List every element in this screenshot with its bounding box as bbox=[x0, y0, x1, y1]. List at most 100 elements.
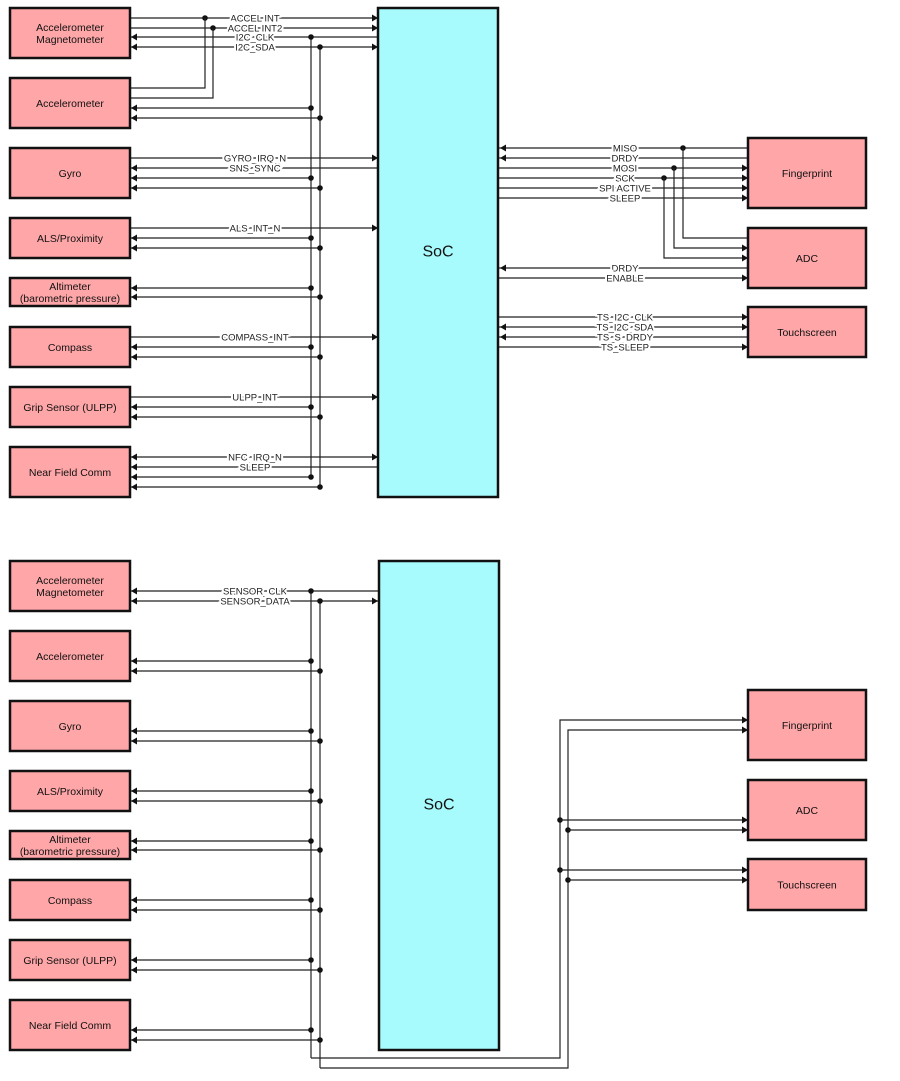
signal-miso: MISO bbox=[613, 144, 637, 155]
arrow-left-icon bbox=[131, 284, 137, 292]
junction-dot bbox=[317, 1037, 323, 1043]
junction-dot bbox=[317, 414, 323, 420]
top-accel-magnetometer-box-rect bbox=[8, 6, 132, 60]
arrow-left-icon bbox=[131, 33, 137, 41]
signal-ts-s-drdy: TS_S_DRDY bbox=[597, 333, 654, 344]
junction-dot bbox=[317, 354, 323, 360]
arrow-right-icon bbox=[742, 194, 748, 202]
junction-dot bbox=[317, 847, 323, 853]
arrow-left-icon bbox=[131, 413, 137, 421]
arrow-left-icon bbox=[131, 403, 137, 411]
bottom-soc-box-label: SoC bbox=[423, 797, 454, 814]
junction-dot bbox=[308, 897, 314, 903]
arrow-right-icon bbox=[372, 14, 378, 22]
arrow-left-icon bbox=[131, 453, 137, 461]
top-accelerometer-box-rect bbox=[8, 76, 132, 130]
junction-dot bbox=[317, 798, 323, 804]
arrow-left-icon bbox=[131, 473, 137, 481]
top-near-field-comm-box-rect bbox=[8, 445, 132, 499]
arrow-right-icon bbox=[742, 726, 748, 734]
junction-dot bbox=[317, 115, 323, 121]
junction-dot bbox=[308, 175, 314, 181]
top-touchscreen-box: Touchscreen bbox=[746, 305, 868, 359]
bottom-soc-box-rect bbox=[377, 559, 501, 1052]
signal-i2c-clk: I2C_CLK bbox=[236, 33, 275, 44]
junction-dot bbox=[308, 34, 314, 40]
arrow-left-icon bbox=[131, 667, 137, 675]
junction-dot bbox=[308, 235, 314, 241]
signal-accel-int: ACCEL INT bbox=[230, 14, 279, 25]
wire bbox=[663, 178, 748, 259]
signal-gyro-irq-n: GYRO_IRQ_N bbox=[224, 154, 286, 165]
arrow-left-icon bbox=[131, 846, 137, 854]
junction-dot bbox=[308, 838, 314, 844]
top-als-proximity-box: ALS/Proximity bbox=[8, 216, 132, 260]
top-gyro-box: Gyro bbox=[8, 146, 132, 200]
arrow-right-icon bbox=[742, 826, 748, 834]
arrow-left-icon bbox=[131, 184, 137, 192]
signal-nfc-irq-n: NFC_IRQ_N bbox=[228, 453, 282, 464]
arrow-left-icon bbox=[131, 737, 137, 745]
signal-enable: ENABLE bbox=[606, 274, 644, 285]
junction-dot bbox=[317, 967, 323, 973]
top-soc-box: SoC bbox=[376, 6, 500, 499]
signal-sensor-clk: SENSOR_CLK bbox=[223, 587, 288, 598]
junction-dot bbox=[317, 245, 323, 251]
bottom-als-proximity-box-label: ALS/Proximity bbox=[37, 786, 104, 798]
bottom-gyro-box: Gyro bbox=[8, 699, 132, 753]
arrow-right-icon bbox=[742, 716, 748, 724]
arrow-right-icon bbox=[742, 876, 748, 884]
arrow-left-icon bbox=[131, 657, 137, 665]
wire bbox=[682, 148, 748, 239]
arrow-left-icon bbox=[131, 483, 137, 491]
arrow-right-icon bbox=[742, 164, 748, 172]
signal-fp-sleep: SLEEP bbox=[610, 194, 641, 205]
junction-dot bbox=[317, 907, 323, 913]
top-grip-sensor-box-label: Grip Sensor (ULPP) bbox=[23, 402, 116, 414]
signal-ts-i2c-sda: TS_I2C_SDA bbox=[596, 323, 654, 334]
arrow-right-icon bbox=[372, 453, 378, 461]
top-altimeter-box: Altimeter(barometric pressure) bbox=[8, 276, 132, 308]
bottom-adc-box-rect bbox=[746, 778, 868, 842]
arrow-left-icon bbox=[131, 164, 137, 172]
bottom-altimeter-box: Altimeter(barometric pressure) bbox=[8, 829, 132, 861]
bottom-near-field-comm-box-rect bbox=[8, 998, 132, 1052]
arrow-right-icon bbox=[742, 184, 748, 192]
bottom-accelerometer-box-label: Accelerometer bbox=[36, 651, 104, 663]
bottom-grip-sensor-box-rect bbox=[8, 938, 132, 982]
arrow-right-icon bbox=[742, 274, 748, 282]
bottom-touchscreen-box: Touchscreen bbox=[746, 857, 868, 912]
bottom-compass-box-label: Compass bbox=[48, 895, 92, 907]
top-soc-box-label: SoC bbox=[422, 244, 453, 261]
top-altimeter-box-label: (barometric pressure) bbox=[20, 293, 120, 305]
arrow-left-icon bbox=[500, 264, 506, 272]
junction-dot bbox=[317, 484, 323, 490]
arrow-right-icon bbox=[742, 866, 748, 874]
top-gyro-box-label: Gyro bbox=[59, 168, 82, 180]
bottom-adc-box-label: ADC bbox=[796, 805, 819, 817]
junction-dot bbox=[308, 588, 314, 594]
wire bbox=[673, 168, 748, 249]
top-altimeter-box-rect bbox=[8, 276, 132, 308]
junction-dot bbox=[308, 728, 314, 734]
top-near-field-comm-box: Near Field Comm bbox=[8, 445, 132, 499]
top-altimeter-box-label: Altimeter bbox=[49, 281, 91, 293]
arrow-right-icon bbox=[372, 154, 378, 162]
arrow-right-icon bbox=[742, 816, 748, 824]
signal-i2c-sda: I2C_SDA bbox=[235, 43, 275, 54]
bottom-compass-box: Compass bbox=[8, 878, 132, 922]
bottom-fingerprint-box-label: Fingerprint bbox=[782, 720, 832, 732]
bottom-gyro-box-rect bbox=[8, 699, 132, 753]
arrow-left-icon bbox=[131, 114, 137, 122]
bottom-compass-box-rect bbox=[8, 878, 132, 922]
bottom-adc-box: ADC bbox=[746, 778, 868, 842]
arrow-left-icon bbox=[131, 597, 137, 605]
top-fingerprint-box-label: Fingerprint bbox=[782, 168, 832, 180]
bottom-altimeter-box-rect bbox=[8, 829, 132, 861]
junction-dot bbox=[317, 294, 323, 300]
junction-dot bbox=[308, 404, 314, 410]
bottom-altimeter-box-label: (barometric pressure) bbox=[20, 846, 120, 858]
arrow-left-icon bbox=[131, 797, 137, 805]
